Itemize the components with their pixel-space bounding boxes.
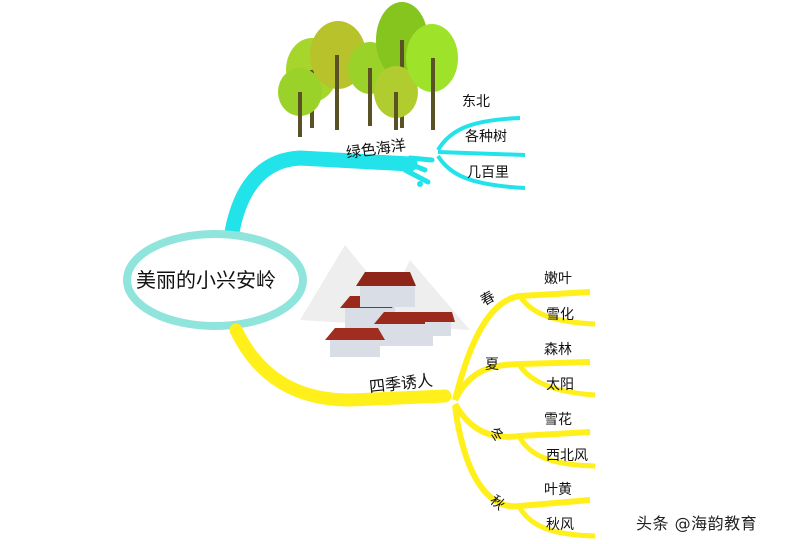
leaf-jibaili: 几百里 [467, 165, 509, 181]
leaf-gezhongshu: 各种树 [465, 129, 507, 145]
branch-green-ocean [224, 116, 526, 240]
season-summer: 夏 [485, 357, 499, 373]
snowy-village-icon [300, 245, 470, 357]
leaf-xibeifeng: 西北风 [546, 448, 588, 464]
leaf-senlin: 森林 [544, 342, 572, 358]
branch-four-seasons [229, 289, 596, 539]
leaf-taiyang: 太阳 [546, 377, 574, 393]
leaf-dongbei: 东北 [462, 94, 490, 110]
central-topic: 美丽的小兴安岭 [136, 268, 276, 292]
leaf-xuehua: 雪化 [546, 307, 574, 323]
leaf-yehuang: 叶黄 [544, 482, 572, 498]
central-topic-ring [123, 230, 307, 330]
leaf-xuehua-snow: 雪花 [544, 412, 572, 428]
leaf-qiufeng: 秋风 [546, 517, 574, 533]
leaf-nenye: 嫩叶 [544, 271, 572, 287]
trees-icon [278, 2, 458, 137]
watermark: 头条 @海韵教育 [636, 514, 758, 533]
